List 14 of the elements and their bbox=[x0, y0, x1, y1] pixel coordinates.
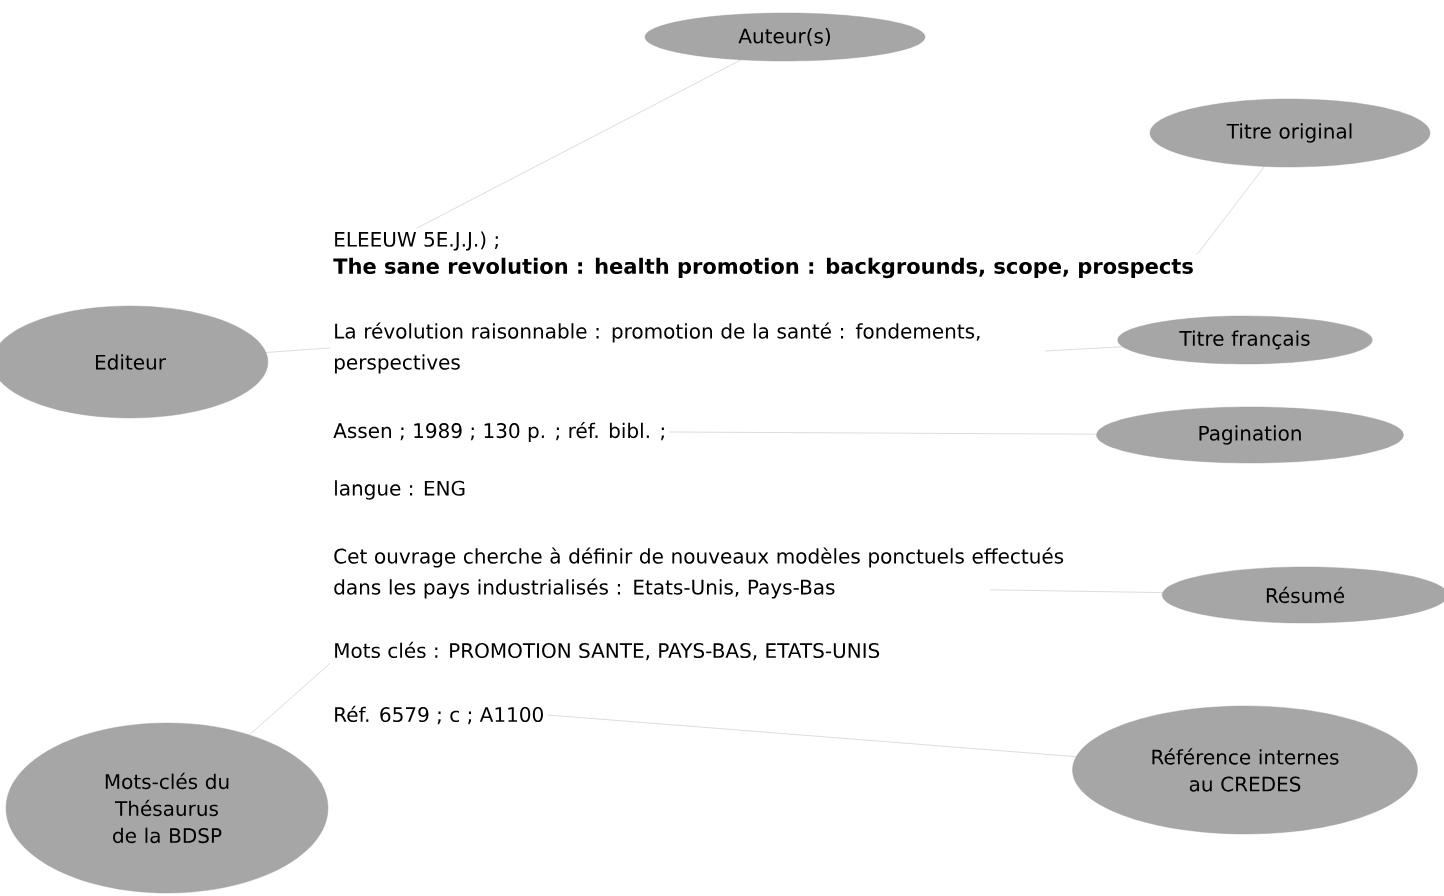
leader-line bbox=[547, 714, 1077, 757]
record-text: ELEEUW 5E.J.J.) ; bbox=[335, 231, 498, 251]
leader-line bbox=[265, 347, 331, 353]
leader-line bbox=[1196, 166, 1265, 255]
leader-line bbox=[1044, 346, 1123, 352]
record-text: Mots clés : PROMOTION SANTE, PAYS-BAS, ETATS-UNIS bbox=[335, 641, 880, 661]
record-text: Réf. 6579 ; c ; A1100 bbox=[335, 705, 543, 725]
record-text: The sane revolution : health promotion : backgrounds, scope, prospects bbox=[333, 257, 1193, 279]
record-text: Cet ouvrage cherche à définir de nouveaux modèles ponctuels effectués dans les pays industrialisés : Etats-Unis, Pays-Bas bbox=[334, 547, 1064, 599]
leader-line bbox=[249, 663, 331, 735]
leader-line bbox=[416, 59, 741, 229]
record-text: langue : ENG bbox=[335, 480, 465, 500]
record-text: La révolution raisonnable : promotion de la santé : fondements, perspectives bbox=[335, 322, 980, 374]
record-text: Assen ; 1989 ; 130 p. ; réf. bibl. ; bbox=[333, 421, 664, 443]
